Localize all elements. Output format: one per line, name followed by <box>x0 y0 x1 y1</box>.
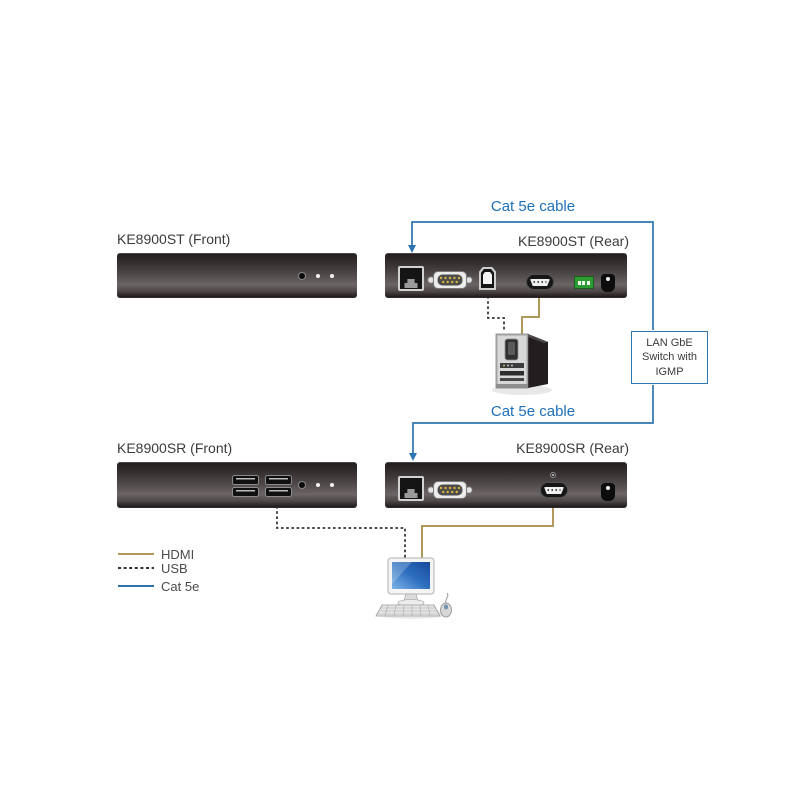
hdmi-cable-top-line <box>521 296 540 334</box>
label-ke8900st-rear: KE8900ST (Rear) <box>517 233 629 249</box>
label-cat5e-bottom: Cat 5e cable <box>490 403 576 420</box>
led-dot-icon <box>316 274 320 278</box>
power-button-dot-icon <box>299 273 305 279</box>
lan-switch-label: LAN GbE Switch with IGMP <box>641 337 698 378</box>
usb-a-dual-port-icon <box>265 475 292 497</box>
dc-power-jack-icon <box>601 483 615 501</box>
ke8900st-rear-device <box>385 253 627 298</box>
label-cat5e-top: Cat 5e cable <box>490 198 576 215</box>
usb-cable-bottom-line <box>276 506 406 562</box>
computer-tower <box>492 333 552 395</box>
led-dot-icon <box>330 274 334 278</box>
ke8900st-front-device <box>117 253 357 298</box>
label-ke8900st-front: KE8900ST (Front) <box>117 231 231 247</box>
cat5e-cable-bottom-line <box>412 385 654 454</box>
hdmi-led-icon <box>550 472 556 478</box>
ke8900sr-rear-device <box>385 462 627 508</box>
led-dot-icon <box>316 483 320 487</box>
usb-a-dual-port-icon <box>232 475 259 497</box>
rj45-port-icon <box>398 266 424 291</box>
usb-cable-top-line <box>487 296 505 332</box>
label-ke8900sr-rear: KE8900SR (Rear) <box>516 440 629 456</box>
cat5e-arrow-bottom-icon <box>409 453 417 461</box>
usb-b-port-icon <box>479 267 496 290</box>
desktop-computer <box>375 557 452 619</box>
legend-usb-label: USB <box>161 561 188 576</box>
dc-power-jack-icon <box>601 274 615 292</box>
rj45-port-icon <box>398 476 424 501</box>
cat5e-cable-top-line <box>411 221 654 330</box>
ke8900sr-front-device <box>117 462 357 508</box>
db9-serial-port-icon <box>427 271 473 289</box>
led-dot-icon <box>330 483 334 487</box>
db9-serial-port-icon <box>427 481 473 499</box>
legend-hdmi-label: HDMI <box>161 547 195 562</box>
hdmi-port-icon <box>526 274 554 290</box>
terminal-block-icon <box>574 276 594 289</box>
hdmi-cable-bottom-line <box>421 506 554 562</box>
label-ke8900sr-front: KE8900SR (Front) <box>117 440 233 456</box>
power-button-dot-icon <box>299 482 305 488</box>
legend-cat5e-label: Cat 5e <box>161 579 200 594</box>
cat5e-arrow-top-icon <box>408 245 416 253</box>
hdmi-port-icon <box>540 482 568 498</box>
lan-switch-box: LAN GbE Switch with IGMP <box>631 331 708 384</box>
